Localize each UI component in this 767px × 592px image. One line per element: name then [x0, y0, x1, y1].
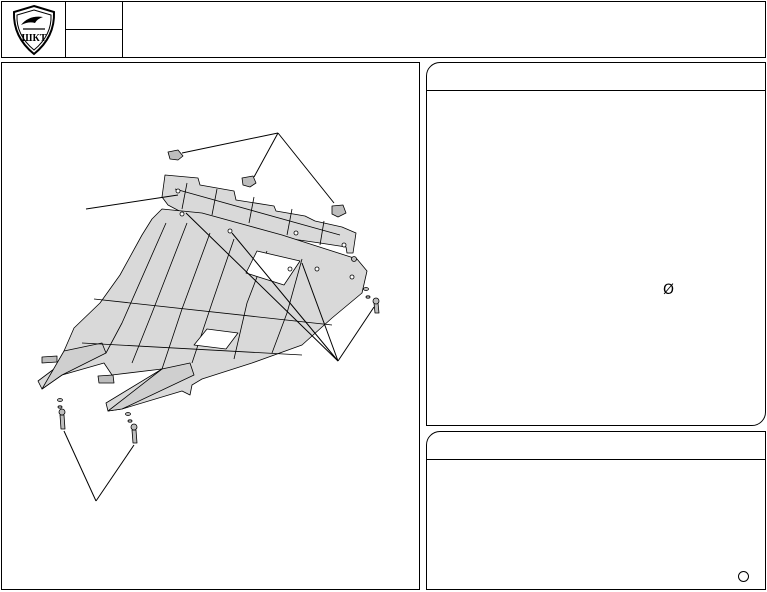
code-divider	[66, 29, 122, 30]
skid-plate-exploded-view-icon	[37, 132, 380, 502]
circle-icon	[738, 571, 749, 582]
diameter-symbol: Ø	[663, 282, 675, 298]
title-block: ШКТ	[1, 1, 766, 58]
shield-emblem-icon: ШКТ	[12, 4, 55, 55]
drawing-panel	[1, 62, 420, 590]
kit-heading	[427, 432, 765, 460]
kit-panel	[426, 431, 766, 590]
document-title	[123, 2, 765, 57]
specification-heading	[427, 63, 765, 91]
logo-cell: ШКТ	[2, 2, 66, 57]
specification-panel: Ø	[426, 62, 766, 426]
code-cell	[66, 2, 123, 57]
svg-text:ШКТ: ШКТ	[21, 33, 46, 44]
